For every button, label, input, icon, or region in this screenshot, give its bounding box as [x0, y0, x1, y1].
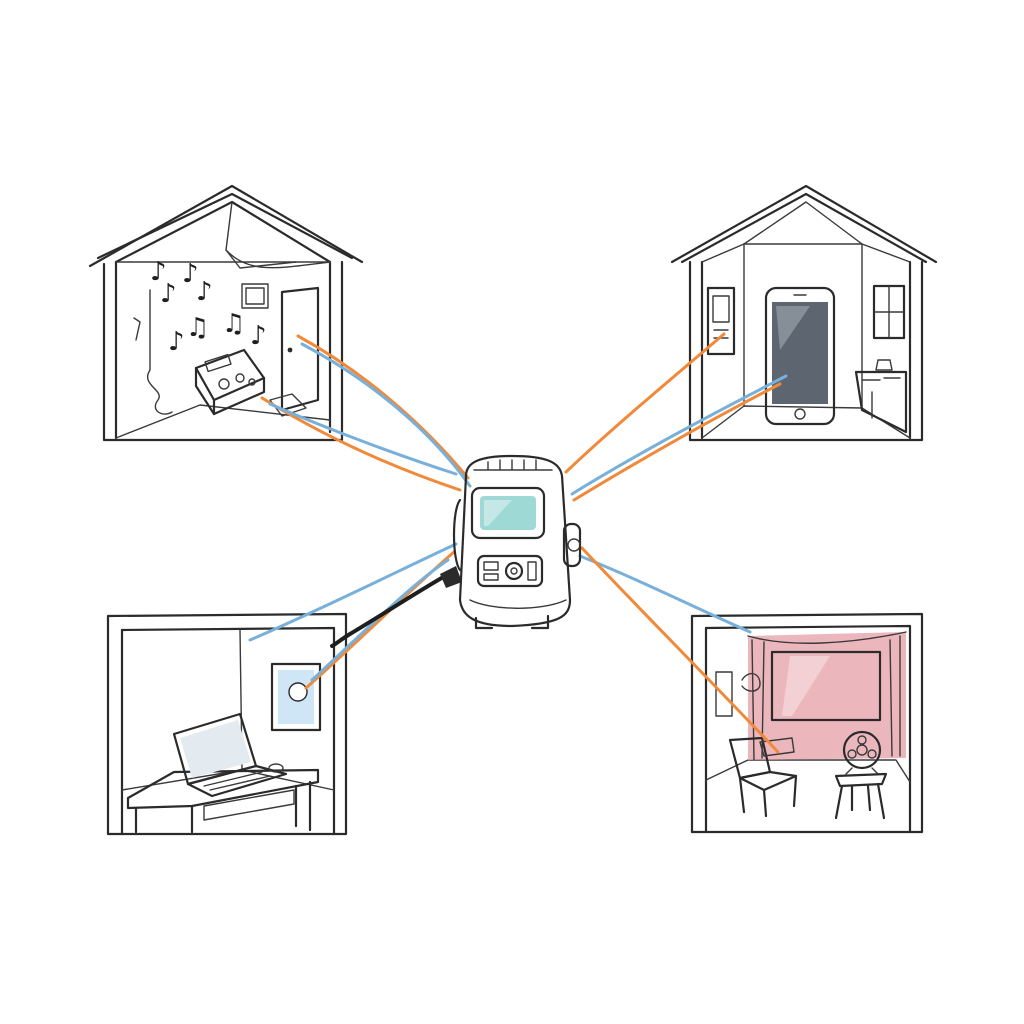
- television-icon: [770, 650, 882, 722]
- blue-link-music-console: [268, 402, 458, 476]
- svg-text:♪: ♪: [196, 277, 213, 307]
- wall-display-icon: [270, 662, 322, 732]
- blue-link-music-door: [300, 342, 472, 488]
- orange-link-music-door: [296, 334, 470, 480]
- blue-link-phone: [570, 374, 788, 496]
- audio-speaker-icon: [194, 348, 266, 416]
- office-room: [106, 612, 348, 836]
- power-cable: [330, 570, 454, 648]
- film-reel-icon: [834, 730, 888, 820]
- svg-text:♫: ♫: [222, 309, 245, 339]
- svg-text:♫: ♫: [186, 313, 209, 343]
- music-notes-icon: ♪ ♪ ♪ ♪ ♪ ♫ ♫ ♪: [150, 257, 267, 357]
- blue-link-theater: [578, 554, 752, 634]
- orange-link-phone-panel: [564, 332, 726, 474]
- smartphone-icon: [764, 286, 836, 426]
- theater-room: [690, 612, 924, 834]
- blue-link-office: [248, 542, 458, 642]
- svg-text:♪: ♪: [182, 259, 199, 289]
- svg-text:♪: ♪: [250, 321, 267, 351]
- music-room-house: ♪ ♪ ♪ ♪ ♪ ♫ ♫ ♪: [88, 184, 364, 442]
- laptop-icon: [172, 712, 288, 798]
- svg-text:♪: ♪: [168, 327, 185, 357]
- svg-text:♪: ♪: [150, 257, 167, 287]
- armchair-icon: [728, 736, 798, 818]
- orange-link-theater: [580, 546, 780, 754]
- hub-device-icon: [452, 454, 582, 630]
- orange-link-phone: [572, 382, 782, 502]
- phone-room-house: [670, 184, 938, 442]
- svg-text:♪: ♪: [160, 279, 177, 309]
